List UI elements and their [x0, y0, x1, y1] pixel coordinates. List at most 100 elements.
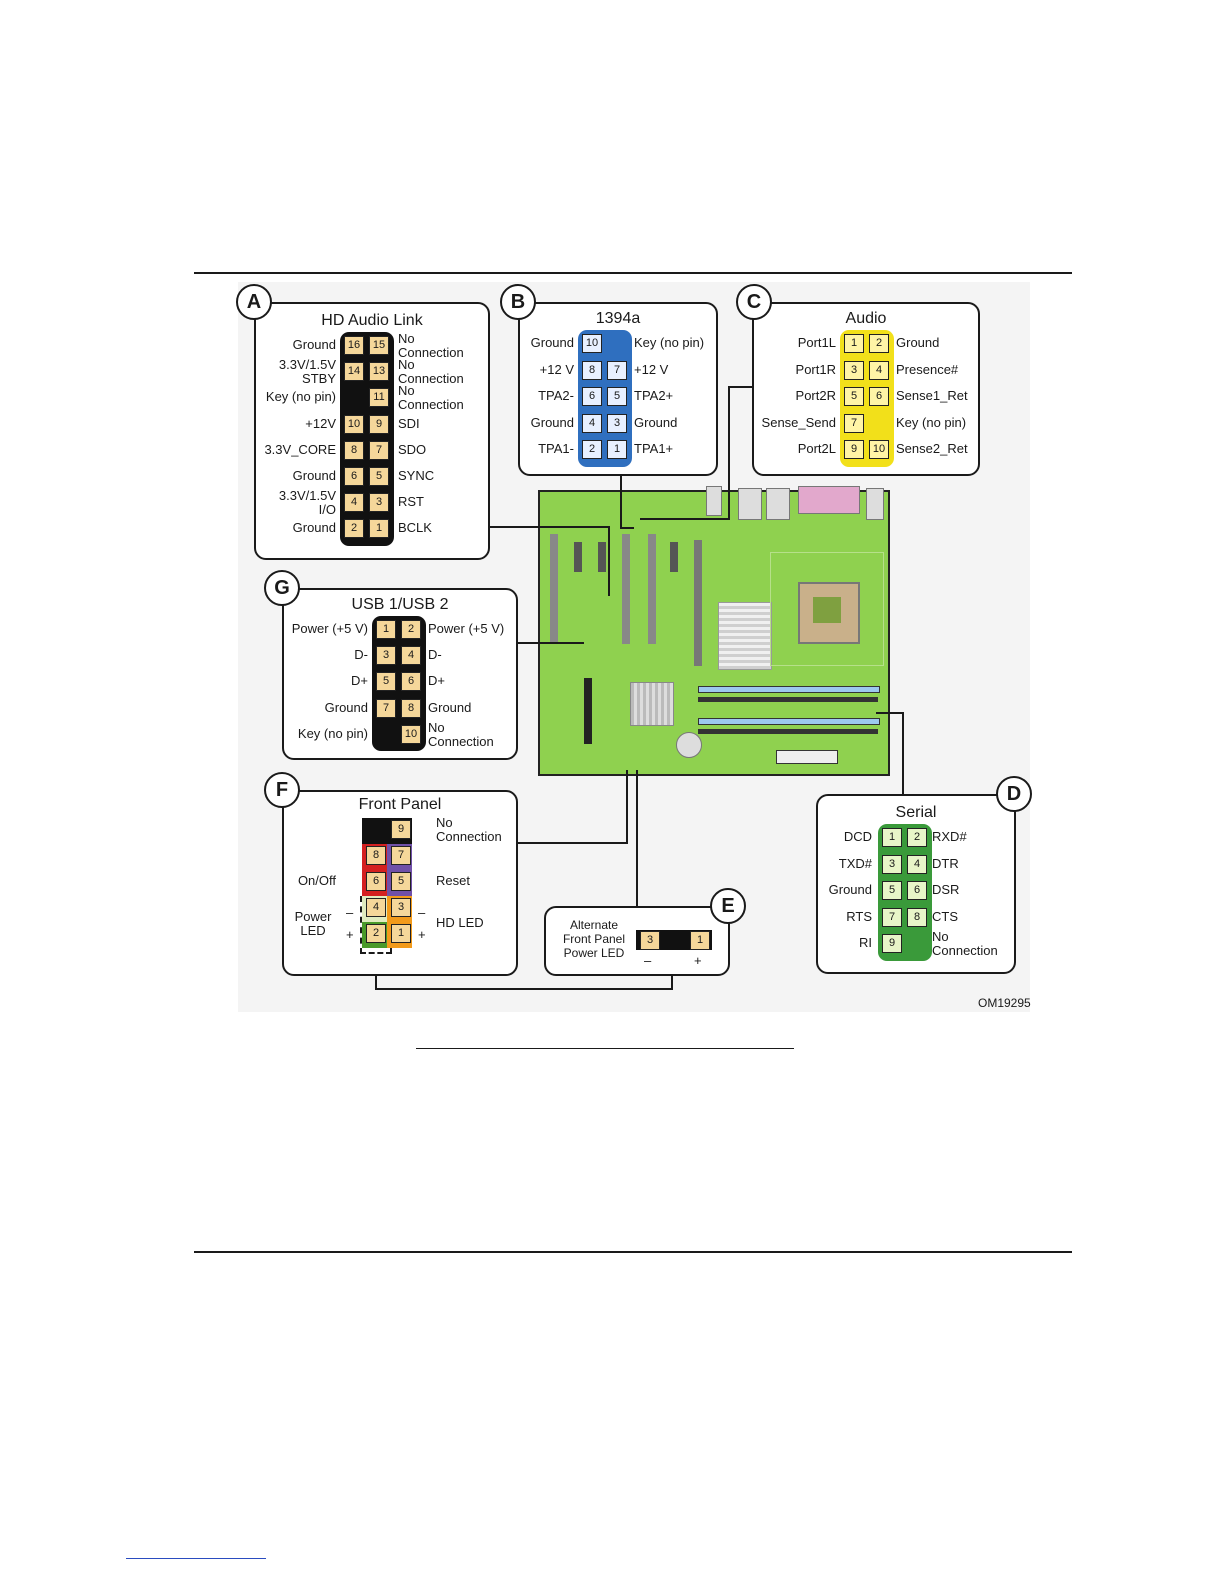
badge-e: E — [710, 888, 746, 924]
pin: 10 — [582, 334, 602, 353]
pin: 2 — [401, 620, 421, 639]
pin-label-left: On/Off — [297, 873, 336, 888]
pin: 2 — [344, 519, 364, 539]
panel-title: HD Audio Link — [321, 312, 423, 329]
cpu-die — [813, 597, 841, 623]
pci-slot — [670, 542, 678, 572]
pin: 13 — [369, 362, 389, 382]
pin: 2 — [366, 924, 386, 943]
wire-c — [640, 518, 730, 520]
motherboard — [538, 486, 890, 776]
pin: 7 — [376, 698, 396, 718]
wire-g — [516, 642, 584, 644]
pin-label-left: Power (+5 V) — [291, 621, 368, 636]
pin-label-left: Port1L — [797, 335, 836, 350]
alternate-led-label: Alternate Front Panel Power LED — [562, 918, 626, 960]
battery — [676, 732, 702, 758]
plus-sign: + — [418, 927, 426, 942]
pin-label-left: Ground — [292, 337, 336, 352]
pin-label-right: DTR — [932, 855, 959, 871]
pci-slot — [550, 534, 558, 644]
pin-label-left: Ground — [324, 699, 368, 715]
pin-label-right: Key (no pin) — [896, 414, 967, 430]
pin-label-right: D- — [428, 647, 442, 663]
wire-c — [728, 386, 754, 388]
wire-d — [876, 712, 904, 714]
pin-label-left: Key (no pin) — [297, 725, 368, 741]
pin: 3 — [391, 898, 411, 917]
pin: 5 — [844, 387, 864, 406]
pin-label-right: TPA2+ — [634, 388, 674, 403]
pin-label-left: D+ — [351, 673, 368, 689]
pin: 1 — [607, 440, 627, 459]
pin: 7 — [844, 413, 864, 433]
pin-label-left: TPA1- — [538, 441, 574, 456]
pin: 4 — [401, 646, 421, 666]
pin: 4 — [344, 493, 364, 513]
pin-label-left: DCD — [843, 829, 872, 844]
io-port — [866, 488, 884, 520]
pin: 9 — [369, 414, 389, 434]
panel-alternate-power-led: Alternate Front Panel Power LED 3 1 – + — [544, 906, 730, 976]
pin-label-left: Port2R — [795, 388, 836, 403]
memory-slot — [698, 686, 880, 693]
panel-title: 1394a — [595, 310, 641, 327]
pin: 4 — [366, 898, 386, 917]
hd-led-label: HD LED — [436, 915, 484, 930]
wire-b — [620, 527, 634, 529]
pin-label-right: DSR — [932, 882, 960, 897]
pin: 1 — [844, 334, 864, 353]
pin: 8 — [366, 846, 386, 865]
pin: 3 — [882, 854, 902, 874]
wire-b — [620, 472, 622, 528]
pin-label-right: Ground — [896, 335, 940, 350]
pin-label-left: Sense_Send — [761, 414, 836, 430]
memory-slot — [698, 697, 878, 702]
pin: 3 — [607, 413, 627, 433]
pin-label-left: +12 V — [539, 361, 574, 377]
pin-label-right: SDO — [398, 441, 427, 457]
pin: 6 — [582, 387, 602, 406]
footer-link-underline[interactable] — [126, 1558, 266, 1559]
pin-label-left: RI — [859, 935, 872, 950]
pin: 1 — [369, 519, 389, 539]
pin-label-left: Ground — [530, 414, 574, 430]
pin: 7 — [369, 440, 389, 460]
pin: 1 — [391, 924, 411, 943]
pin-label-left: Ground — [828, 882, 872, 897]
heatsink — [718, 602, 772, 670]
top-rule — [194, 272, 1072, 274]
pin-label-right: Sense2_Ret — [896, 441, 968, 456]
pin: 5 — [376, 672, 396, 692]
minus-sign: – — [644, 953, 652, 968]
pin-label-left: Ground — [530, 335, 574, 350]
badge-d: D — [996, 776, 1032, 812]
pcie-slot — [694, 540, 702, 666]
figure-code: OM19295 — [978, 996, 1031, 1010]
pin: 10 — [344, 414, 364, 434]
pin: 3 — [844, 360, 864, 380]
pin: 4 — [582, 413, 602, 433]
pin-label-right: No Connection — [428, 719, 494, 749]
pin-label-left: RTS — [846, 908, 872, 924]
pin: 4 — [869, 360, 889, 380]
connector-header — [362, 818, 387, 844]
pin: 15 — [369, 336, 389, 355]
pin: 10 — [401, 724, 421, 744]
plus-sign: + — [694, 953, 702, 968]
pin: 8 — [582, 360, 602, 380]
pin-label-left: 3.3V/1.5V STBY — [278, 357, 336, 387]
wire-f — [516, 842, 628, 844]
pin-label-right: RST — [398, 494, 424, 510]
pin: 10 — [869, 440, 889, 459]
pin-label-right: SYNC — [398, 468, 435, 483]
pin: 14 — [344, 362, 364, 382]
pci-slot — [574, 542, 582, 572]
pin: 1 — [690, 931, 710, 950]
pin: 9 — [391, 820, 411, 839]
pin-label-left: D- — [354, 647, 368, 663]
pin-label-left: 3.3V/1.5V I/O — [278, 488, 336, 518]
power-led-label: Power LED — [294, 909, 332, 938]
pin-label-right: Key (no pin) — [634, 335, 705, 350]
pci-slot — [622, 534, 630, 644]
